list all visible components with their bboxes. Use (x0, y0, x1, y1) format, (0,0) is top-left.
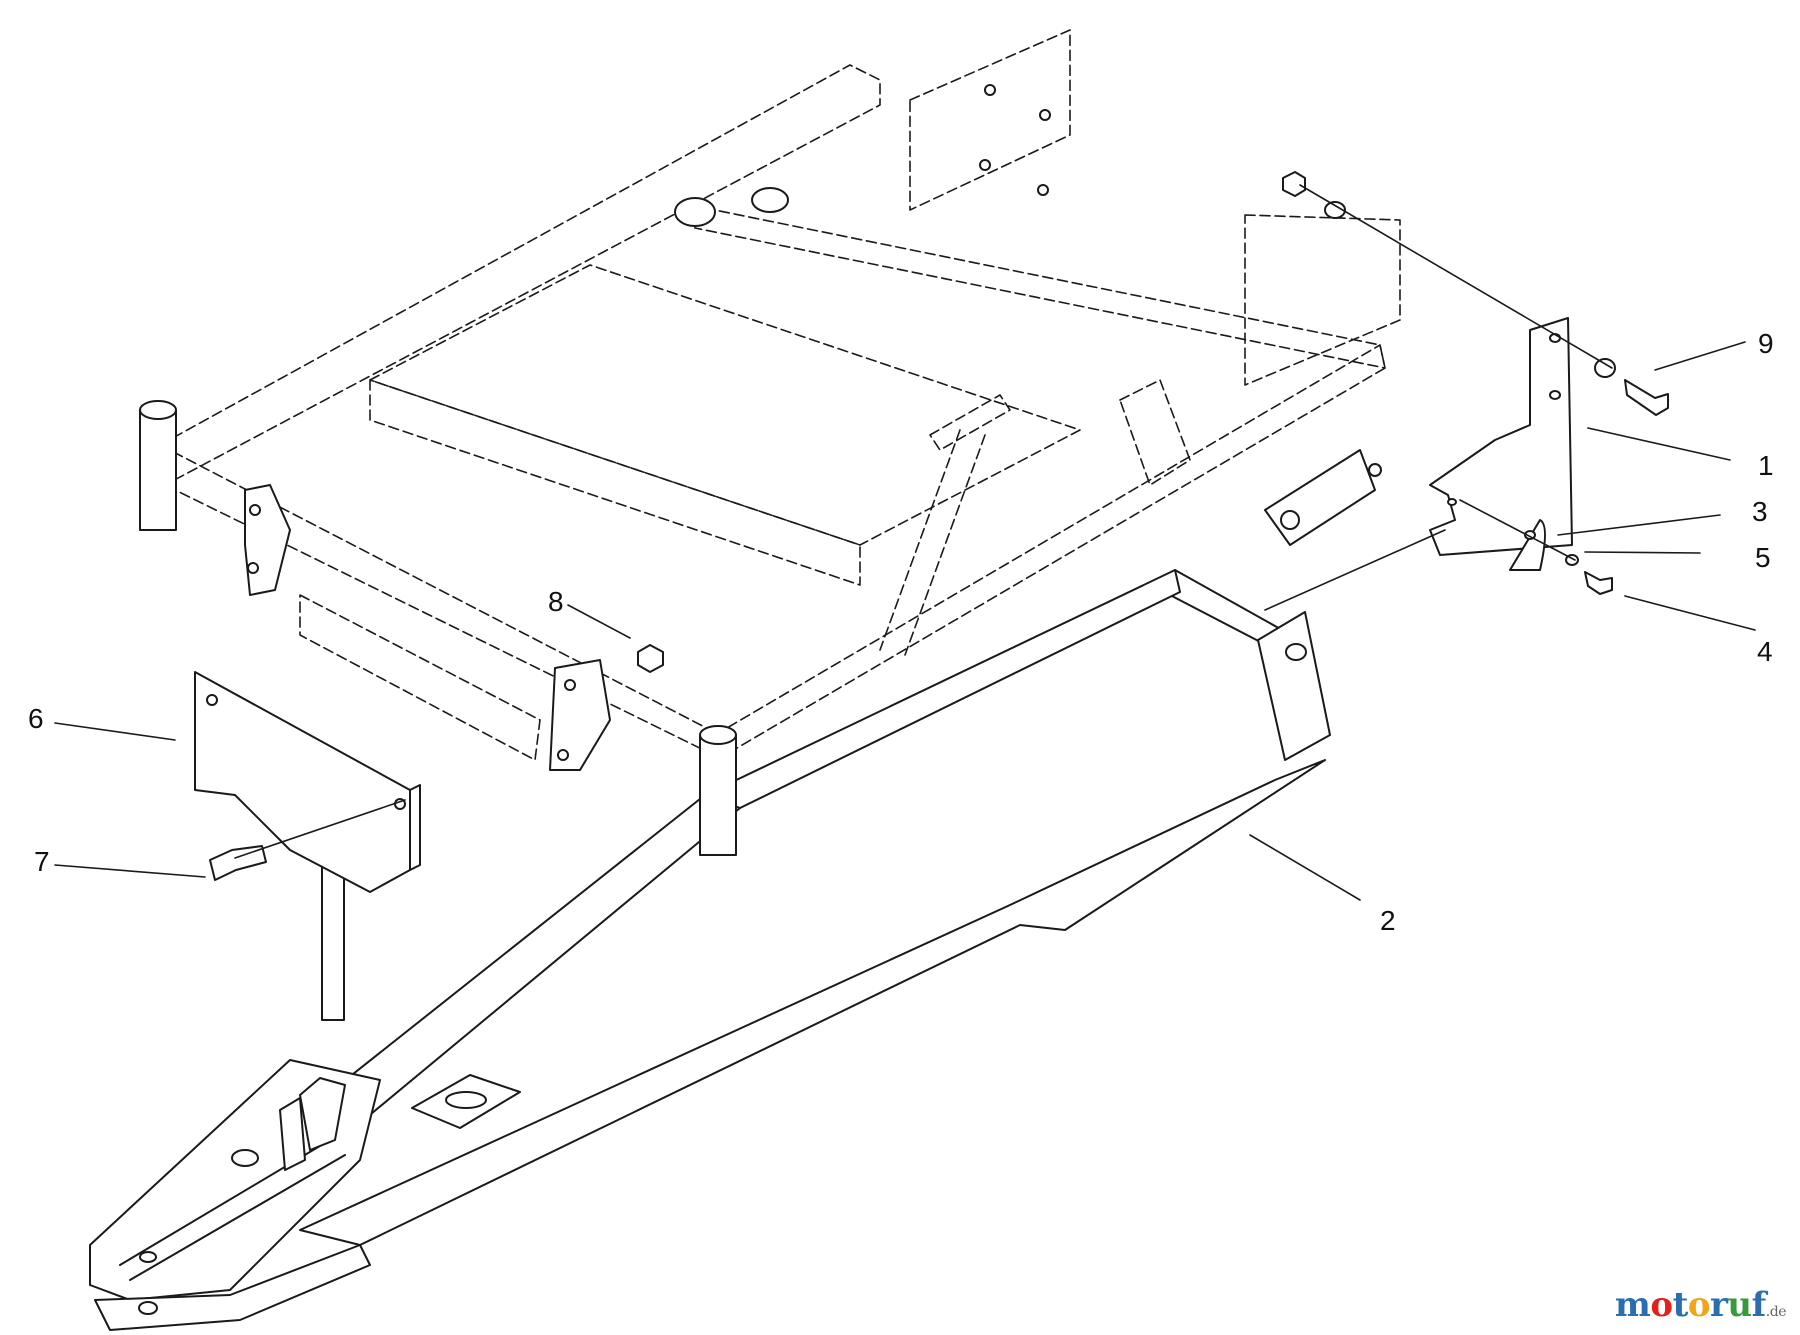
frame-details (139, 84, 1382, 856)
tow-tongue (89, 569, 1331, 1331)
retainer-clip (1509, 519, 1546, 571)
watermark-domain: .de (1765, 1304, 1787, 1320)
side-plate (194, 671, 421, 893)
callout-8: 8 (548, 586, 564, 617)
watermark-letter: f (1751, 1285, 1767, 1325)
hitch-mount-plate (1429, 317, 1573, 556)
callout-3: 3 (1752, 496, 1768, 527)
callout-5: 5 (1755, 542, 1771, 573)
callout-1: 1 (1758, 450, 1774, 481)
callout-7: 7 (34, 846, 50, 877)
watermark-letter: r (1710, 1285, 1728, 1325)
watermark-letter: o (1650, 1285, 1673, 1325)
watermark-letter: m (1614, 1285, 1651, 1325)
callout-6: 6 (28, 703, 44, 734)
watermark-letter: t (1672, 1285, 1689, 1325)
callout-4: 4 (1757, 636, 1773, 667)
watermark-letter: o (1687, 1285, 1711, 1325)
hardware (209, 171, 1669, 1021)
callout-9: 9 (1758, 328, 1774, 359)
tractor-frame (159, 29, 1401, 761)
callout-2: 2 (1380, 905, 1396, 936)
leader-lines (54, 184, 1756, 901)
watermark-logo: motoruf.de (1614, 1285, 1787, 1325)
watermark-letter: u (1727, 1285, 1752, 1325)
